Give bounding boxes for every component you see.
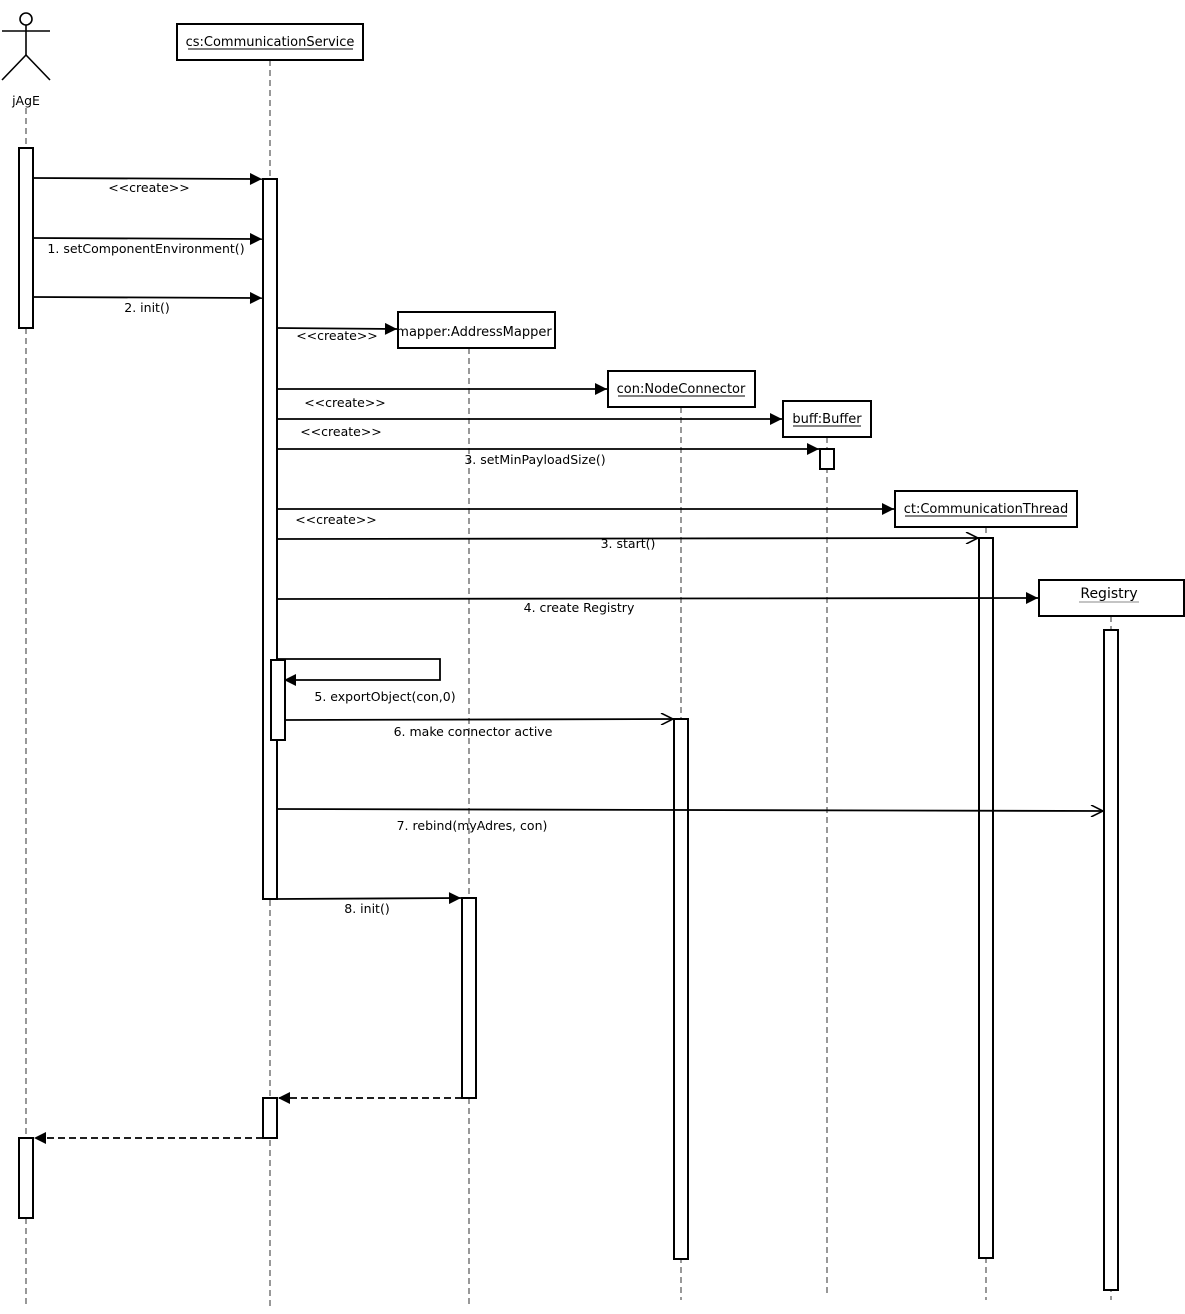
activation-cs-nested [270, 659, 286, 741]
message-mapper-init[interactable]: 8. init() [276, 892, 462, 916]
message-mapper-init-label: 8. init() [344, 901, 389, 916]
actor-leg-left [1, 54, 27, 81]
actor-name: jAgE [11, 93, 40, 108]
message-export-object[interactable]: 5. exportObject(con,0) [277, 658, 456, 704]
object-buff[interactable]: buff:Buffer [782, 400, 872, 438]
message-create-cs-label: <<create>> [108, 180, 190, 195]
activation-cs-main [262, 178, 278, 900]
message-set-payload-label: 3. setMinPayloadSize() [464, 452, 605, 467]
object-ct[interactable]: ct:CommunicationThread [894, 490, 1078, 528]
actor-jage[interactable]: jAgE [1, 12, 51, 108]
object-ct-label: ct:CommunicationThread [904, 502, 1069, 517]
object-registry-label: Registry [1080, 586, 1137, 602]
object-buff-label: buff:Buffer [792, 412, 862, 427]
message-create-mapper-label: <<create>> [296, 328, 378, 343]
message-set-min-payload-size[interactable]: 3. setMinPayloadSize() [277, 443, 819, 467]
object-con-label: con:NodeConnector [617, 382, 746, 397]
message-start[interactable]: 3. start() [276, 536, 978, 551]
object-con[interactable]: con:NodeConnector [607, 370, 756, 408]
message-make-connector-active[interactable]: 6. make connector active [284, 719, 673, 739]
message-rebind-label: 7. rebind(myAdres, con) [397, 818, 548, 833]
actor-leg-right [25, 54, 51, 81]
message-create-mapper[interactable]: <<create>> [276, 322, 398, 343]
message-start-label: 3. start() [601, 536, 656, 551]
object-mapper[interactable]: mapper:AddressMapper [396, 311, 556, 349]
object-cs-label: cs:CommunicationService [186, 35, 355, 50]
activation-jage-2 [18, 1137, 34, 1219]
message-create-con-label: <<create>> [304, 395, 386, 410]
object-mapper-label: mapper:AddressMapper [396, 325, 552, 340]
message-create-ct[interactable]: <<create>> [277, 503, 894, 527]
activation-ct [978, 537, 994, 1259]
activation-con [673, 718, 689, 1260]
activation-registry [1103, 629, 1119, 1291]
message-create-ct-label: <<create>> [295, 512, 377, 527]
message-init[interactable]: 2. init() [32, 291, 263, 315]
message-set-component-environment[interactable]: 1. setComponentEnvironment() [32, 232, 263, 256]
message-create-registry[interactable]: 4. create Registry [276, 592, 1039, 615]
message-set-env-label: 1. setComponentEnvironment() [47, 241, 244, 256]
activation-jage-1 [18, 147, 34, 329]
message-rebind[interactable]: 7. rebind(myAdres, con) [276, 809, 1103, 833]
message-activate-label: 6. make connector active [394, 724, 553, 739]
object-cs[interactable]: cs:CommunicationService [176, 23, 364, 61]
message-create-con[interactable]: <<create>> [277, 383, 607, 410]
message-create-buff[interactable]: <<create>> [277, 413, 782, 439]
message-create-buff-label: <<create>> [300, 424, 382, 439]
actor-head-icon [19, 12, 33, 26]
message-create-registry-label: 4. create Registry [524, 600, 635, 615]
message-init-label: 2. init() [124, 300, 169, 315]
message-export-label: 5. exportObject(con,0) [314, 689, 455, 704]
activation-buff [819, 448, 835, 470]
activation-mapper [461, 897, 477, 1099]
object-registry[interactable]: Registry [1038, 579, 1185, 617]
message-create-cs[interactable]: <<create>> [32, 172, 263, 195]
activation-cs-return [262, 1097, 278, 1139]
